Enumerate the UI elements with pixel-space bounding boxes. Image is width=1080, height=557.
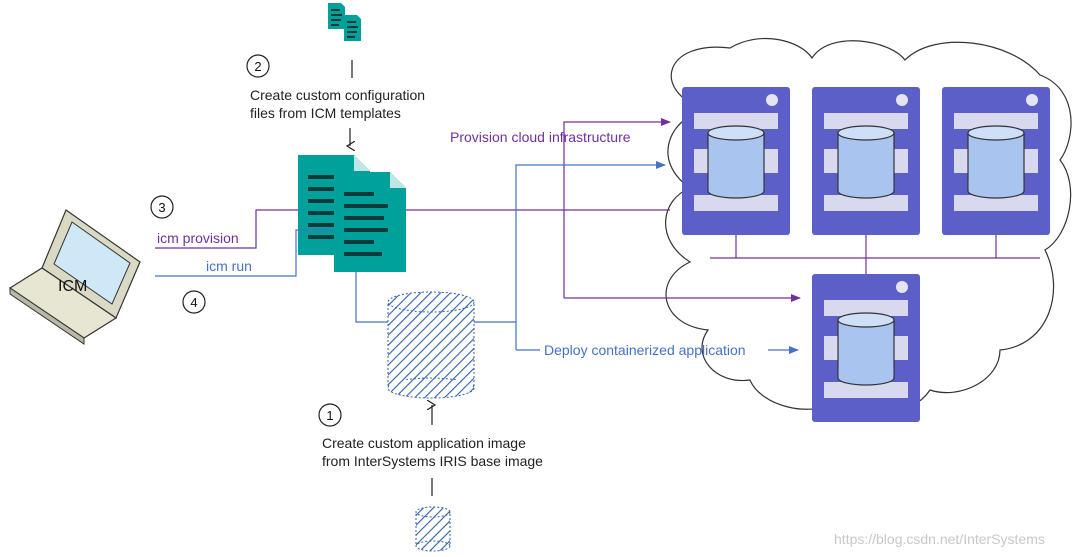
- template-files-icon: [344, 15, 361, 41]
- base-image-icon: [415, 506, 451, 552]
- server-icon: [681, 86, 791, 236]
- deploy-label: Deploy containerized application: [544, 342, 746, 358]
- step-2: 2 Create custom configuration files from…: [246, 54, 425, 121]
- provision-label: Provision cloud infrastructure: [450, 129, 631, 145]
- run-flow: [155, 161, 799, 354]
- svg-text:1: 1: [326, 408, 333, 423]
- template-files-icon: [328, 3, 345, 29]
- application-image-icon: [387, 291, 475, 399]
- svg-text:Create custom application imag: Create custom application image: [322, 435, 526, 451]
- server-icon: [811, 86, 921, 236]
- server-network-lines: [710, 235, 1040, 274]
- svg-text:from InterSystems IRIS base im: from InterSystems IRIS base image: [322, 453, 543, 469]
- svg-text:3: 3: [158, 200, 165, 215]
- config-file-icon: [334, 172, 406, 272]
- svg-text:files from ICM templates: files from ICM templates: [250, 105, 401, 121]
- step-1: 1 Create custom application image from I…: [318, 403, 543, 469]
- icm-run-command: icm run: [206, 258, 252, 274]
- provision-flow: [155, 118, 801, 302]
- step-4: icm run 4: [182, 258, 252, 314]
- laptop-icon: ICM: [8, 209, 141, 345]
- svg-text:2: 2: [254, 59, 261, 74]
- svg-text:Create custom configuration: Create custom configuration: [250, 87, 425, 103]
- server-icon: [811, 273, 921, 423]
- step-3: 3 icm provision: [150, 195, 239, 246]
- svg-text:4: 4: [190, 295, 197, 310]
- watermark: https://blog.csdn.net/InterSystems: [834, 531, 1045, 547]
- server-icon: [941, 86, 1051, 236]
- laptop-label: ICM: [58, 278, 87, 295]
- icm-provision-command: icm provision: [157, 230, 239, 246]
